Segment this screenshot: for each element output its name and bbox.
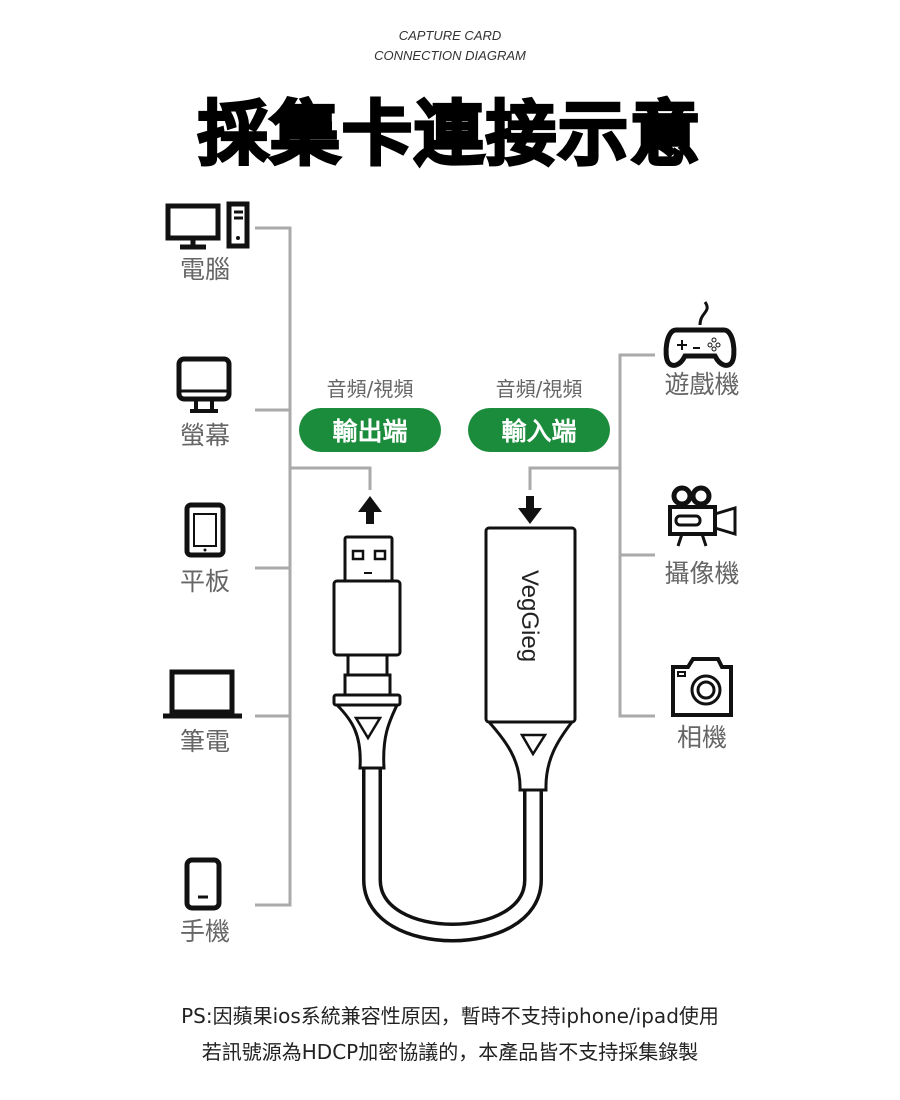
page-title: 採集卡連接示意 xyxy=(197,92,702,177)
source-label-monitor: 螢幕 xyxy=(180,421,230,450)
right-connector-lines xyxy=(528,353,655,718)
device-brand-label: VegGieg xyxy=(516,570,543,662)
source-label-tablet: 平板 xyxy=(180,567,230,596)
gamepad-icon xyxy=(663,301,737,368)
note-line-2: 若訊號源為HDCP加密協議的，本產品皆不支持採集錄製 xyxy=(201,1040,699,1064)
monitor-icon xyxy=(176,356,232,413)
left-connector-lines xyxy=(255,226,372,907)
camera-icon xyxy=(671,657,733,717)
subtitle-line-1: CAPTURE CARD xyxy=(398,28,502,43)
arrow-down-icon xyxy=(518,496,542,524)
source-label-phone: 手機 xyxy=(180,917,230,946)
output-port-badge: 輸出端 xyxy=(299,408,441,452)
source-label-laptop: 筆電 xyxy=(180,727,230,756)
phone-icon xyxy=(184,857,222,911)
usb-connector xyxy=(332,535,402,770)
input-port-label: 輸入端 xyxy=(501,417,576,446)
source-label-pc: 電腦 xyxy=(180,255,230,284)
note-line-1: PS:因蘋果ios系統兼容性原因，暫時不支持iphone/ipad使用 xyxy=(181,1004,719,1028)
desktop-pc-icon xyxy=(165,201,250,250)
subtitle-line-2: CONNECTION DIAGRAM xyxy=(374,48,526,63)
arrow-up-icon xyxy=(358,496,382,524)
target-label-console: 遊戲機 xyxy=(664,370,739,399)
tablet-icon xyxy=(184,502,226,558)
video-camera-icon xyxy=(668,485,737,547)
output-port-caption: 音頻/視頻 xyxy=(327,377,414,401)
capture-cable xyxy=(362,768,543,943)
output-port-label: 輸出端 xyxy=(332,417,407,446)
laptop-icon xyxy=(163,669,242,719)
input-port-badge: 輸入端 xyxy=(468,408,610,452)
input-port-caption: 音頻/視頻 xyxy=(496,377,583,401)
capture-card-body: VegGieg xyxy=(484,526,577,792)
target-label-camcorder: 攝像機 xyxy=(664,559,739,588)
target-label-camera: 相機 xyxy=(677,723,727,752)
